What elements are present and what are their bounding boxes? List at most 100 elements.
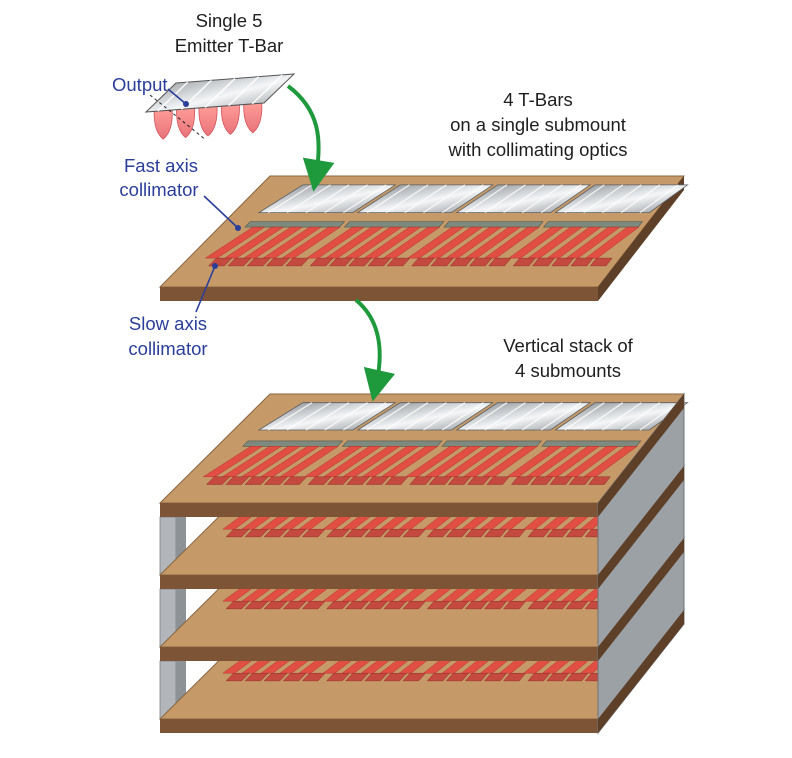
slow-axis-lens bbox=[328, 257, 353, 267]
fast-axis-lens bbox=[241, 440, 344, 447]
slow-axis-lens bbox=[549, 476, 573, 485]
board-front-face bbox=[160, 719, 598, 733]
slow-axis-lens bbox=[346, 476, 371, 485]
emitter-line bbox=[521, 184, 563, 214]
arrow-to-stack bbox=[354, 298, 396, 402]
slow-axis-lens bbox=[531, 257, 556, 267]
label-fast-axis-line2: collimator bbox=[119, 179, 198, 200]
slow-axis-lens bbox=[263, 600, 288, 610]
slow-axis-lens bbox=[527, 528, 551, 538]
emitter-line bbox=[228, 76, 260, 107]
slow-axis-lens bbox=[244, 528, 269, 538]
slow-axis-lens bbox=[402, 672, 427, 682]
fast-axis-lens bbox=[541, 440, 642, 447]
slow-axis-lens bbox=[326, 476, 351, 485]
single-submount bbox=[158, 175, 689, 301]
slow-axis-lens bbox=[551, 257, 575, 267]
slow-axis-lens bbox=[225, 528, 250, 538]
fast-axis-lens bbox=[443, 221, 544, 228]
slow-axis-lens bbox=[365, 476, 390, 485]
slow-axis-lens bbox=[568, 476, 592, 485]
label-fast-axis-line1: Fast axis bbox=[124, 155, 198, 176]
slow-axis-lens bbox=[570, 257, 594, 267]
slow-axis-lens bbox=[282, 672, 307, 682]
slow-axis-lens bbox=[345, 528, 369, 538]
emitter-line bbox=[305, 184, 350, 214]
emitter-line bbox=[620, 184, 661, 214]
emitter-line bbox=[639, 184, 679, 214]
label-slow-axis-line1: Slow axis bbox=[129, 313, 207, 334]
board-side-edge bbox=[598, 394, 684, 517]
output-beam bbox=[198, 105, 218, 137]
slow-axis-lens bbox=[225, 600, 250, 610]
emitter-line bbox=[620, 402, 661, 431]
label-stack-line1: Vertical stack of bbox=[503, 335, 633, 356]
board-side-edge bbox=[598, 466, 684, 589]
board-front-face bbox=[160, 287, 598, 301]
slow-axis-lens bbox=[503, 600, 527, 610]
slow-axis-lens bbox=[383, 528, 408, 538]
slow-axis-lens bbox=[411, 257, 435, 267]
slow-axis-lens bbox=[367, 257, 392, 267]
emitter-line bbox=[268, 402, 313, 431]
emitter-line bbox=[423, 402, 466, 431]
slow-axis-lens bbox=[445, 600, 470, 610]
emitter-line bbox=[366, 184, 410, 214]
fast-axis-leader-dot bbox=[235, 225, 241, 231]
fast-axis-leader-line bbox=[203, 195, 239, 229]
board-side-face bbox=[598, 176, 684, 301]
output-beam bbox=[153, 108, 173, 140]
emitter-line bbox=[324, 402, 368, 431]
emitter-line bbox=[305, 402, 350, 431]
output-beam bbox=[243, 102, 263, 134]
emitter-line bbox=[343, 402, 387, 431]
slow-axis-lens bbox=[464, 528, 489, 538]
slow-axis-lens bbox=[326, 528, 350, 538]
slow-axis-lens bbox=[244, 672, 269, 682]
emitter-line bbox=[404, 402, 447, 431]
emitter-line bbox=[503, 402, 545, 431]
arrow-to-submount bbox=[286, 84, 335, 192]
slow-axis-lens bbox=[263, 528, 288, 538]
slow-axis-lens bbox=[244, 600, 269, 610]
emitter-line bbox=[503, 184, 545, 214]
slow-axis-lens bbox=[282, 600, 307, 610]
slow-axis-lens bbox=[364, 672, 389, 682]
emitter-lines bbox=[157, 74, 283, 112]
slow-axis-lens bbox=[227, 257, 252, 267]
slow-axis-lens bbox=[510, 476, 535, 485]
slow-axis-lens bbox=[565, 528, 589, 538]
slow-axis-lens bbox=[428, 476, 453, 485]
slow-axis-lens bbox=[386, 257, 411, 267]
slow-axis-lens bbox=[402, 600, 427, 610]
slow-axis-lens bbox=[263, 476, 289, 485]
slow-axis-lens bbox=[486, 476, 510, 485]
emitter-line bbox=[286, 402, 331, 431]
emitter-line bbox=[423, 184, 466, 214]
emitter-line bbox=[251, 74, 283, 105]
slow-axis-lens bbox=[527, 672, 551, 682]
slow-axis-lens bbox=[483, 600, 508, 610]
board-front-face bbox=[160, 647, 598, 661]
slow-axis-lens bbox=[409, 476, 433, 485]
label-four-bars-line1: 4 T-Bars bbox=[503, 89, 573, 110]
slow-axis-lens bbox=[285, 257, 310, 267]
emitter-line bbox=[583, 402, 624, 431]
slow-axis-lens bbox=[307, 476, 332, 485]
label-output: Output bbox=[112, 74, 168, 95]
slow-axis-lens bbox=[468, 257, 493, 267]
label-four-bars-line3: with collimating optics bbox=[448, 139, 628, 160]
emitter-line bbox=[602, 184, 642, 214]
slow-axis-lens bbox=[263, 672, 288, 682]
emitter-line bbox=[385, 402, 429, 431]
slow-axis-lens bbox=[449, 257, 474, 267]
emitter-line bbox=[583, 184, 624, 214]
emitter-line bbox=[343, 184, 387, 214]
slow-axis-lens bbox=[301, 528, 326, 538]
slow-axis-lens bbox=[589, 257, 613, 267]
slow-axis-lens bbox=[503, 528, 527, 538]
slow-axis-lens bbox=[384, 476, 409, 485]
emitter-line bbox=[540, 184, 582, 214]
slow-axis-lens bbox=[348, 257, 373, 267]
